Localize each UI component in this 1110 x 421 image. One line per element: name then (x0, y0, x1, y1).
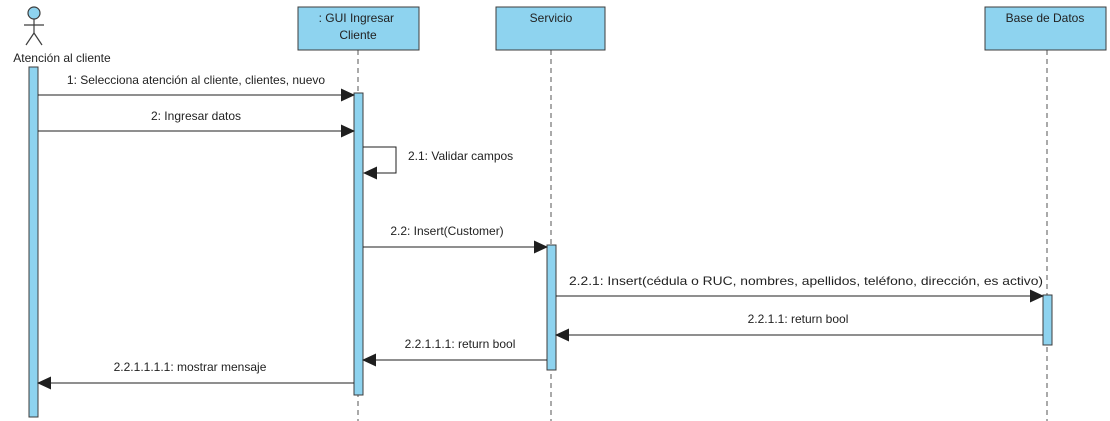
actor-name: Atención al cliente (13, 51, 111, 65)
message-2-1: 2.1: Validar campos (363, 146, 513, 180)
lifeline-servicio-header[interactable] (495, 6, 606, 51)
message-2-1-label: 2.1: Validar campos (408, 149, 513, 163)
actor: Atención al cliente (13, 6, 111, 65)
message-2-2-1-1-1-1-label: 2.2.1.1.1.1: mostrar mensaje (114, 360, 267, 374)
lifeline-base-de-datos-header[interactable] (984, 6, 1107, 51)
message-2-2-1: 2.2.1: Insert(cédula o RUC, nombres, ape… (556, 274, 1044, 303)
message-2-2-1-1-1-label: 2.2.1.1.1: return bool (405, 337, 516, 351)
svg-text:Servicio: Servicio (530, 11, 573, 25)
actor-activation-bar (28, 66, 39, 418)
lifeline-gui-name-line-1: : GUI Ingresar (319, 11, 394, 25)
stick-figure-icon (24, 6, 44, 46)
lifeline-gui-header[interactable] (297, 6, 420, 51)
lifeline-gui-activation-bar (353, 92, 364, 396)
lifeline-gui: : GUI Ingresar Cliente (297, 6, 420, 421)
lifeline-servicio: Servicio (495, 6, 606, 421)
lifeline-base-de-datos-name: Base de Datos (1006, 11, 1085, 25)
message-2-2-1-1-label: 2.2.1.1: return bool (748, 312, 849, 326)
lifeline-servicio-activation-bar (546, 244, 557, 371)
message-1-label: 1: Selecciona atención al cliente, clien… (67, 73, 325, 87)
message-2-2-label: 2.2: Insert(Customer) (390, 224, 503, 238)
svg-text:: GUI Ingresar Cliente: : GUI Ingresar Cliente (319, 11, 398, 42)
message-1: 1: Selecciona atención al cliente, clien… (38, 73, 355, 102)
lifeline-gui-name-line-2: Cliente (339, 28, 377, 42)
lifeline-base-de-datos: Base de Datos (984, 6, 1107, 421)
message-2-label: 2: Ingresar datos (151, 109, 241, 123)
message-2-2-1-label: 2.2.1: Insert(cédula o RUC, nombres, ape… (569, 274, 1043, 288)
lifeline-servicio-name: Servicio (530, 11, 573, 25)
message-2-1-self-arrow (363, 146, 397, 180)
message-2-2: 2.2: Insert(Customer) (363, 224, 548, 254)
message-2: 2: Ingresar datos (38, 109, 355, 138)
message-2-2-1-1-1: 2.2.1.1.1: return bool (362, 337, 547, 367)
lifeline-base-de-datos-activation-bar (1042, 294, 1053, 346)
svg-text:Base de Datos: Base de Datos (1006, 11, 1085, 25)
message-2-2-1-1-1-1: 2.2.1.1.1.1: mostrar mensaje (37, 360, 354, 390)
message-2-2-1-1: 2.2.1.1: return bool (555, 312, 1043, 342)
